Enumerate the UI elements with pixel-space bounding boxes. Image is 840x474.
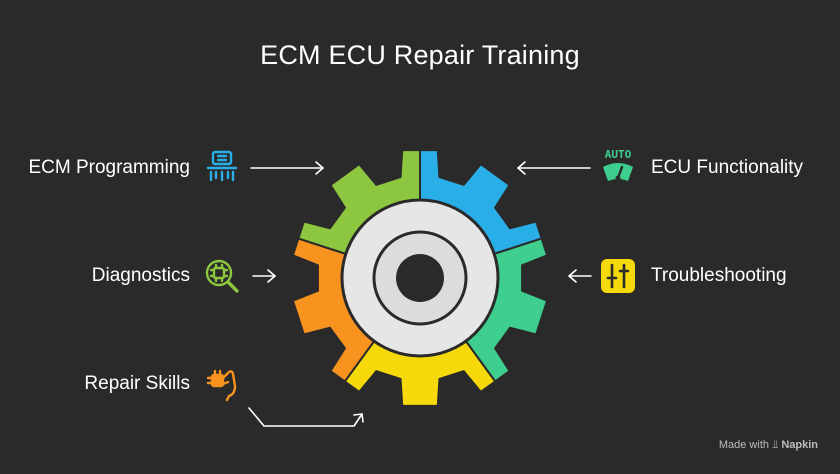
footer-prefix: Made with [718,439,769,451]
arrow-ecu-functionality [517,161,591,175]
arrow-diagnostics [252,269,276,283]
label-repair-skills: Repair Skills [84,373,190,394]
label-ecm-programming: ECM Programming [28,157,190,178]
hand-chip-icon [206,369,237,402]
tools-sliders-icon [601,259,635,293]
napkin-logo-icon: ⫫ [772,439,779,451]
page-title: ECM ECU Repair Training [260,40,580,70]
chip-magnifier-icon [205,259,239,293]
footer-brand: Napkin [781,439,818,451]
arrow-repair-skills [248,407,364,427]
gear-diagram [294,151,546,405]
arrow-ecm-programming [250,161,324,175]
label-ecu-functionality: ECU Functionality [651,157,804,178]
auto-gauge-icon: AUTO [603,148,633,181]
arrow-troubleshooting [568,269,592,283]
footer-credit: Made with ⫫ Napkin [719,439,818,452]
label-troubleshooting: Troubleshooting [651,265,787,286]
circuit-board-icon [206,150,238,182]
auto-text: AUTO [605,148,632,161]
gear-center-hole [396,254,444,302]
label-diagnostics: Diagnostics [91,265,190,286]
